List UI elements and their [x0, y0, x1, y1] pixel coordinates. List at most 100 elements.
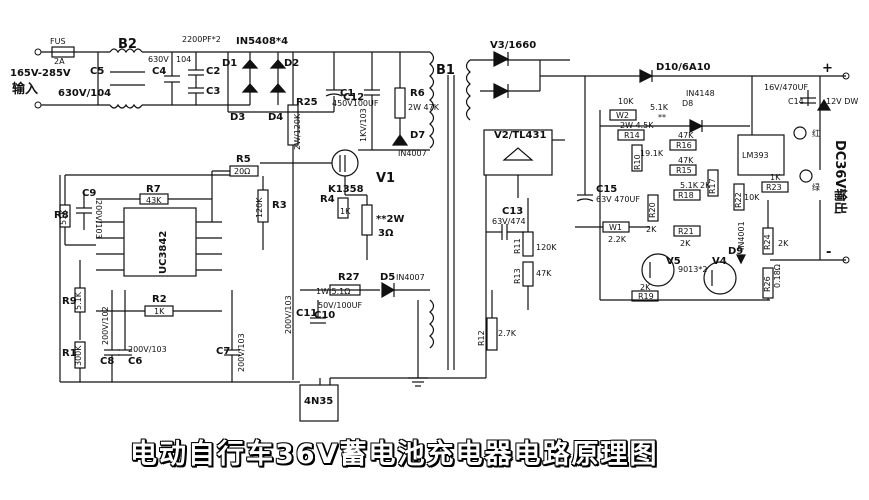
c9-label: C9: [82, 188, 96, 199]
c2c3-value: 2200PF*2: [182, 35, 221, 44]
r4-label: R4: [320, 194, 335, 205]
w1-value: 2.2K: [608, 235, 627, 244]
r27-label: R27: [338, 272, 360, 283]
c4-value2: 104: [176, 55, 191, 64]
r11-label: R11: [513, 238, 522, 254]
c13-value: 63V/474: [492, 217, 526, 226]
page-title: 电动自行车36V蓄电池充电器电路原理图: [130, 439, 659, 470]
c3-label: C3: [206, 86, 220, 97]
c15-value: 63V 470UF: [596, 195, 640, 204]
c14-value: 16V/470UF: [764, 83, 808, 92]
d5-value: IN4007: [396, 273, 425, 282]
r22-value: 10K: [744, 193, 760, 202]
v3-label: V3/1660: [490, 40, 536, 51]
r26-label: R26: [763, 276, 772, 292]
r18-value: 5.1K: [680, 181, 699, 190]
r12-label: R12: [477, 330, 486, 346]
output-minus: -: [826, 245, 831, 260]
r3-value: 120K: [255, 197, 264, 218]
r7-label: R7: [146, 184, 161, 195]
input-range: 165V-285V: [10, 68, 71, 79]
c7-value: 200V/103: [237, 333, 246, 372]
r16-label: R16: [676, 141, 692, 150]
r7-value: 43K: [146, 196, 162, 205]
r17-label: R17: [708, 178, 717, 194]
r3-label: R3: [272, 200, 287, 211]
dw-label: 12V DW: [826, 97, 858, 106]
c10-label: C10: [314, 310, 335, 321]
c11-label: C11: [296, 308, 317, 319]
c12-value: 1KV/103: [359, 108, 368, 142]
c13-label: C13: [502, 206, 523, 217]
c1-value: 450V100UF: [332, 99, 379, 108]
b2-label: B2: [118, 37, 137, 52]
d7-label: D7: [410, 130, 425, 141]
dbl-mark: **: [658, 113, 666, 122]
d5-label: D5: [380, 272, 395, 283]
r6-value: 2W 47K: [408, 103, 440, 112]
r4-value: 1K: [340, 207, 351, 216]
v5-label: V5: [666, 256, 681, 267]
bridge-label: IN5408*4: [236, 36, 288, 47]
r19-label: R19: [638, 292, 654, 301]
r19-value: 2K: [640, 283, 651, 292]
r26-value: 0.18Ω: [773, 264, 782, 288]
r23-label: R23: [766, 183, 782, 192]
c4-label: C4: [152, 66, 166, 77]
r9-value: 5.1K: [74, 291, 83, 310]
ic2-label: LM393: [742, 151, 769, 160]
v4-label: V4: [712, 256, 727, 267]
r20-value: 2K: [646, 225, 657, 234]
d8-value: IN4148: [686, 89, 715, 98]
r23-value: 1K: [770, 173, 781, 182]
r15-label: R15: [676, 166, 692, 175]
opto-label: 4N35: [304, 396, 333, 407]
rsense-label: **2W: [376, 214, 404, 225]
r18-label: R18: [678, 191, 694, 200]
d10-label: D10/6A10: [656, 62, 711, 73]
d9-label: D9: [728, 246, 743, 257]
c5-label: C5: [90, 66, 104, 77]
fuse-rating: 2A: [54, 57, 65, 66]
r14-value: 5.1K: [650, 103, 669, 112]
c5-value: 630V/104: [58, 88, 111, 99]
d4-label: D4: [268, 112, 283, 123]
c8-label: C8: [100, 356, 114, 367]
r27-value: 1W 5.1Ω: [316, 287, 350, 296]
r25-label: R25: [296, 97, 318, 108]
r10-value: 19.1K: [640, 149, 664, 158]
r6-label: R6: [410, 88, 425, 99]
r8-label: R8: [54, 210, 69, 221]
red-led-label: 红: [812, 128, 820, 138]
input-label: 输入: [12, 81, 38, 97]
ic-label: UC3842: [158, 231, 169, 274]
r11-value: 120K: [536, 243, 557, 252]
v1-part: K1358: [328, 184, 364, 195]
r12-value: 2.7K: [498, 329, 517, 338]
d9-value: IN4001: [737, 221, 746, 250]
w2-value: 10K: [618, 97, 634, 106]
r13-label: R13: [513, 268, 522, 284]
r9-label: R9: [62, 296, 77, 307]
r15-value: 47K: [678, 156, 694, 165]
r1-value: 300K: [74, 345, 83, 366]
r10-label: R10: [633, 154, 642, 170]
c14-label: C14: [788, 97, 804, 106]
c10-value: 50V/100UF: [318, 301, 362, 310]
v1-label: V1: [376, 171, 395, 186]
c6-value: 200V/103: [128, 345, 167, 354]
d8-label: D8: [682, 99, 693, 108]
r24-value: 2K: [778, 239, 789, 248]
r5-value: 20Ω: [234, 167, 250, 176]
r22-label: R22: [734, 192, 743, 208]
r8-value: 51K: [59, 209, 68, 225]
v2-label: V2/TL431: [494, 130, 546, 141]
w2-label: W2: [616, 111, 629, 120]
c15-label: C15: [596, 184, 617, 195]
r21-value: 2K: [680, 239, 691, 248]
r14-label: R14: [624, 131, 640, 140]
rsense-value: 3Ω: [378, 228, 394, 239]
c12-label: C12: [343, 92, 364, 103]
c9-value: 200V/103: [94, 200, 103, 239]
output-label: DC36V输出: [832, 140, 848, 214]
